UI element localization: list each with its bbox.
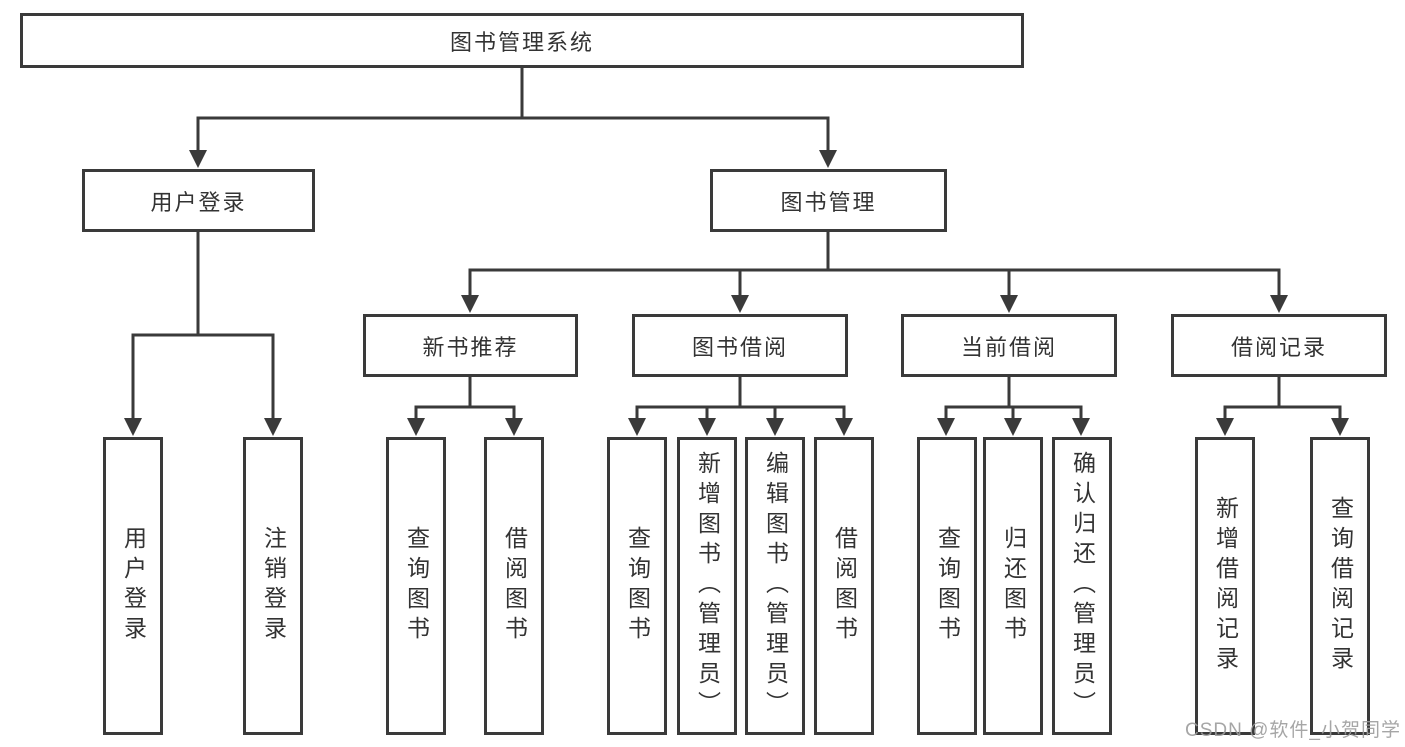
node-new-book-recommend: 新书推荐 [363,314,578,377]
leaf-query-books-current: 查询图书 [917,437,977,735]
node-label: 注销登录 [260,526,287,646]
node-label: 借阅图书 [501,526,528,646]
node-borrow-records: 借阅记录 [1171,314,1387,377]
node-label: 借阅图书 [831,526,858,646]
leaf-query-borrow-record: 查询借阅记录 [1310,437,1370,735]
node-label: 编辑图书（管理员） [762,451,789,721]
wire-book-borrow-children [628,375,853,436]
wire-root-to-level1 [189,66,837,168]
node-label: 查询图书 [624,526,651,646]
node-label: 确认归还（管理员） [1069,451,1096,721]
wire-new-book-children [407,375,523,436]
wire-user-login-children [124,230,282,436]
leaf-user-login: 用户登录 [103,437,163,735]
node-label: 新书推荐 [422,334,519,360]
node-label: 图书管理系统 [449,29,594,55]
wire-borrow-record-children [1216,375,1349,436]
leaf-edit-book-admin: 编辑图书（管理员） [745,437,805,735]
node-label: 图书借阅 [691,334,788,360]
node-label: 查询图书 [934,526,961,646]
node-label: 查询借阅记录 [1327,496,1354,676]
node-book-borrow: 图书借阅 [632,314,848,377]
leaf-query-books-borrow: 查询图书 [607,437,667,735]
node-label: 借阅记录 [1230,334,1327,360]
csdn-watermark: CSDN @软件_小贺同学 [1185,720,1401,741]
leaf-add-book-admin: 新增图书（管理员） [677,437,737,735]
node-book-management: 图书管理 [710,169,947,232]
node-label: 新增图书（管理员） [694,451,721,721]
wire-book-management-children [461,230,1288,313]
node-label: 用户登录 [120,526,147,646]
node-label: 查询图书 [403,526,430,646]
node-label: 归还图书 [1000,526,1027,646]
wire-current-borrow-children [937,375,1090,436]
leaf-borrow-books: 借阅图书 [814,437,874,735]
node-current-borrow: 当前借阅 [901,314,1117,377]
leaf-logout: 注销登录 [243,437,303,735]
leaf-add-borrow-record: 新增借阅记录 [1195,437,1255,735]
node-library-system: 图书管理系统 [20,13,1024,68]
node-label: 图书管理 [780,189,877,215]
leaf-confirm-return-admin: 确认归还（管理员） [1052,437,1112,735]
leaf-borrow-books-recommend: 借阅图书 [484,437,544,735]
node-label: 用户登录 [150,189,247,215]
node-label: 当前借阅 [960,334,1057,360]
leaf-return-book: 归还图书 [983,437,1043,735]
node-label: 新增借阅记录 [1212,496,1239,676]
leaf-query-books-recommend: 查询图书 [386,437,446,735]
node-user-login: 用户登录 [82,169,315,232]
